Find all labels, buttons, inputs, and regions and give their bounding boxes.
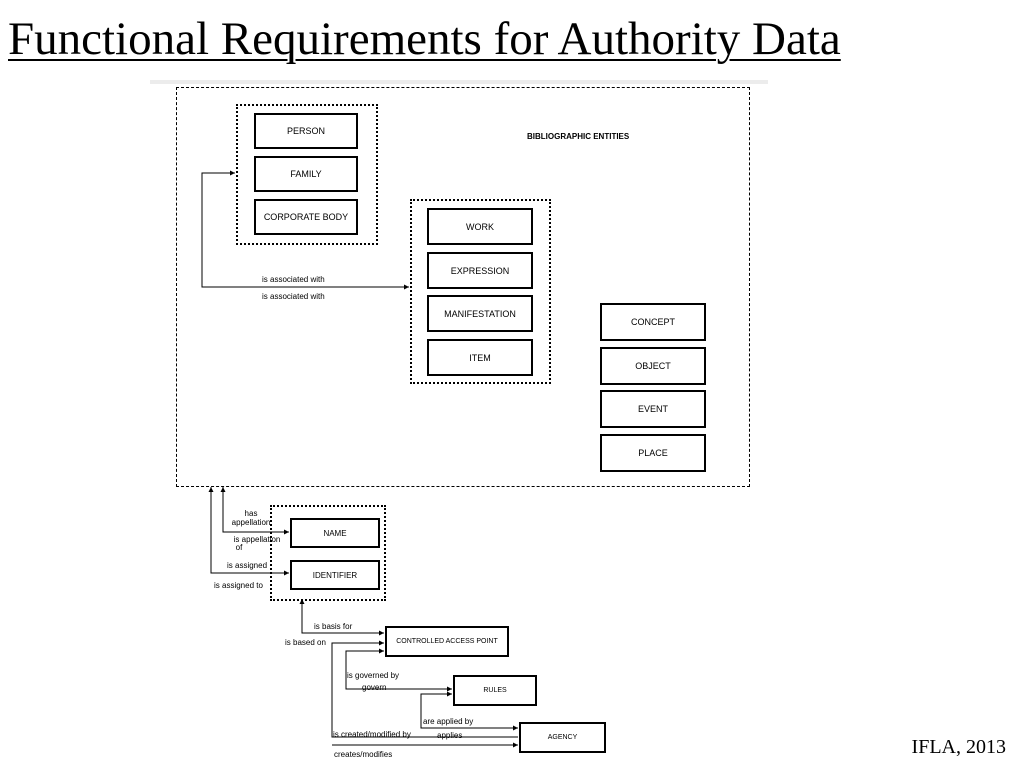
basis-connector (299, 599, 384, 636)
bibliographic-entities-frame (176, 87, 750, 487)
based-on-connector (331, 640, 518, 738)
governed-connector (345, 648, 452, 692)
assigned-connector (208, 487, 289, 576)
bibliographic-entities-heading: BIBLIOGRAPHIC ENTITIES (527, 132, 630, 141)
agency-box: AGENCY (519, 722, 606, 753)
govern-label: govern (362, 683, 387, 692)
applied-connector (420, 691, 518, 731)
item-box: ITEM (427, 339, 533, 376)
concept-box: CONCEPT (600, 303, 706, 341)
creates-modifies-label: creates/modifies (334, 750, 393, 759)
associated-label-2: is associated with (262, 292, 325, 301)
name-box: NAME (290, 518, 380, 548)
place-box: PLACE (600, 434, 706, 472)
top-rule (150, 80, 768, 84)
manifestation-box: MANIFESTATION (427, 295, 533, 332)
credit-text: IFLA, 2013 (911, 736, 1006, 758)
is-assigned-to-label: is assigned to (214, 581, 263, 590)
event-box: EVENT (600, 390, 706, 428)
work-box: WORK (427, 208, 533, 245)
page-title: Functional Requirements for Authority Da… (8, 13, 841, 65)
group2-frame (410, 199, 551, 384)
is-created-modified-by-label: is created/modified by (333, 730, 411, 739)
applies-label: applies (437, 731, 463, 740)
is-based-on-label: is based on (285, 638, 326, 647)
identifier-box: IDENTIFIER (290, 560, 380, 590)
object-box: OBJECT (600, 347, 706, 385)
person-box: PERSON (254, 113, 358, 149)
is-governed-by-label: is governed by (347, 671, 400, 680)
associated-connector (201, 170, 409, 290)
expression-box: EXPRESSION (427, 252, 533, 289)
appellation-connector (220, 487, 289, 535)
